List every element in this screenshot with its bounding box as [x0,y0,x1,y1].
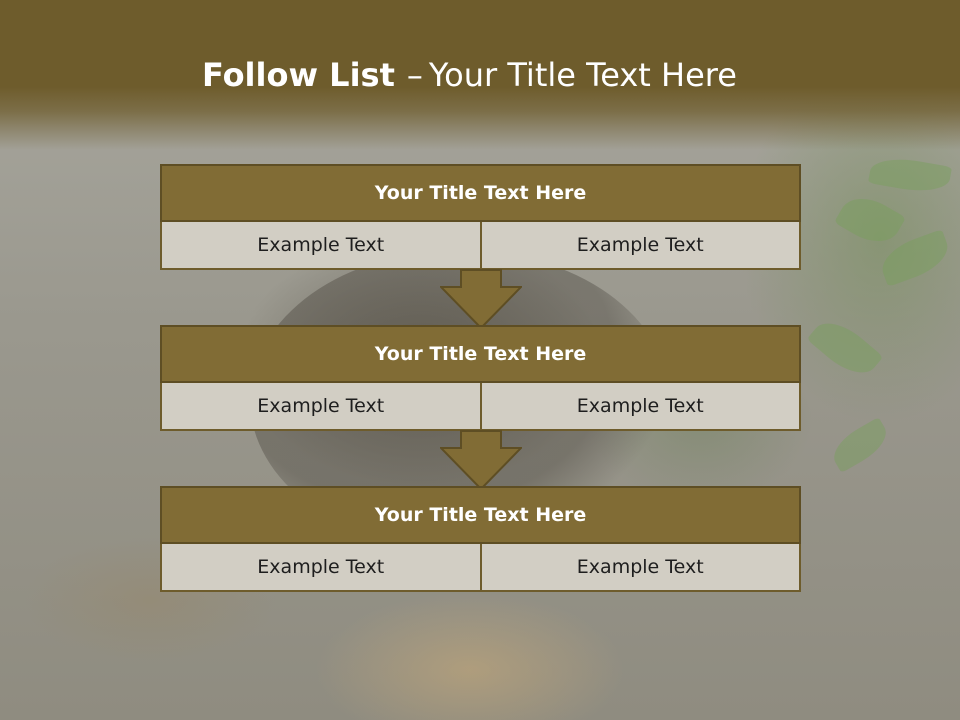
block-cell-left[interactable]: Example Text [160,544,482,592]
block-title[interactable]: Your Title Text Here [160,325,801,383]
down-arrow-icon [440,269,522,329]
list-block-2: Your Title Text Here Example Text Exampl… [160,325,801,431]
slide-title-dash: – [406,56,423,94]
block-row: Example Text Example Text [160,222,801,270]
block-row: Example Text Example Text [160,544,801,592]
block-title[interactable]: Your Title Text Here [160,486,801,544]
slide-title-bold: Follow List [202,56,395,94]
block-row: Example Text Example Text [160,383,801,431]
list-block-1: Your Title Text Here Example Text Exampl… [160,164,801,270]
down-arrow-icon [440,430,522,490]
block-cell-left[interactable]: Example Text [160,383,482,431]
background-leaf [826,417,894,473]
block-cell-left[interactable]: Example Text [160,222,482,270]
background-leaf [834,187,906,253]
list-block-3: Your Title Text Here Example Text Exampl… [160,486,801,592]
slide-title: Follow List–Your Title Text Here [202,56,737,94]
block-cell-right[interactable]: Example Text [481,383,801,431]
background-leaf [806,311,884,385]
block-cell-right[interactable]: Example Text [481,544,801,592]
slide-title-rest: Your Title Text Here [428,56,737,94]
block-title[interactable]: Your Title Text Here [160,164,801,222]
header-band [0,0,960,150]
background-leaf [868,153,952,197]
block-cell-right[interactable]: Example Text [481,222,801,270]
